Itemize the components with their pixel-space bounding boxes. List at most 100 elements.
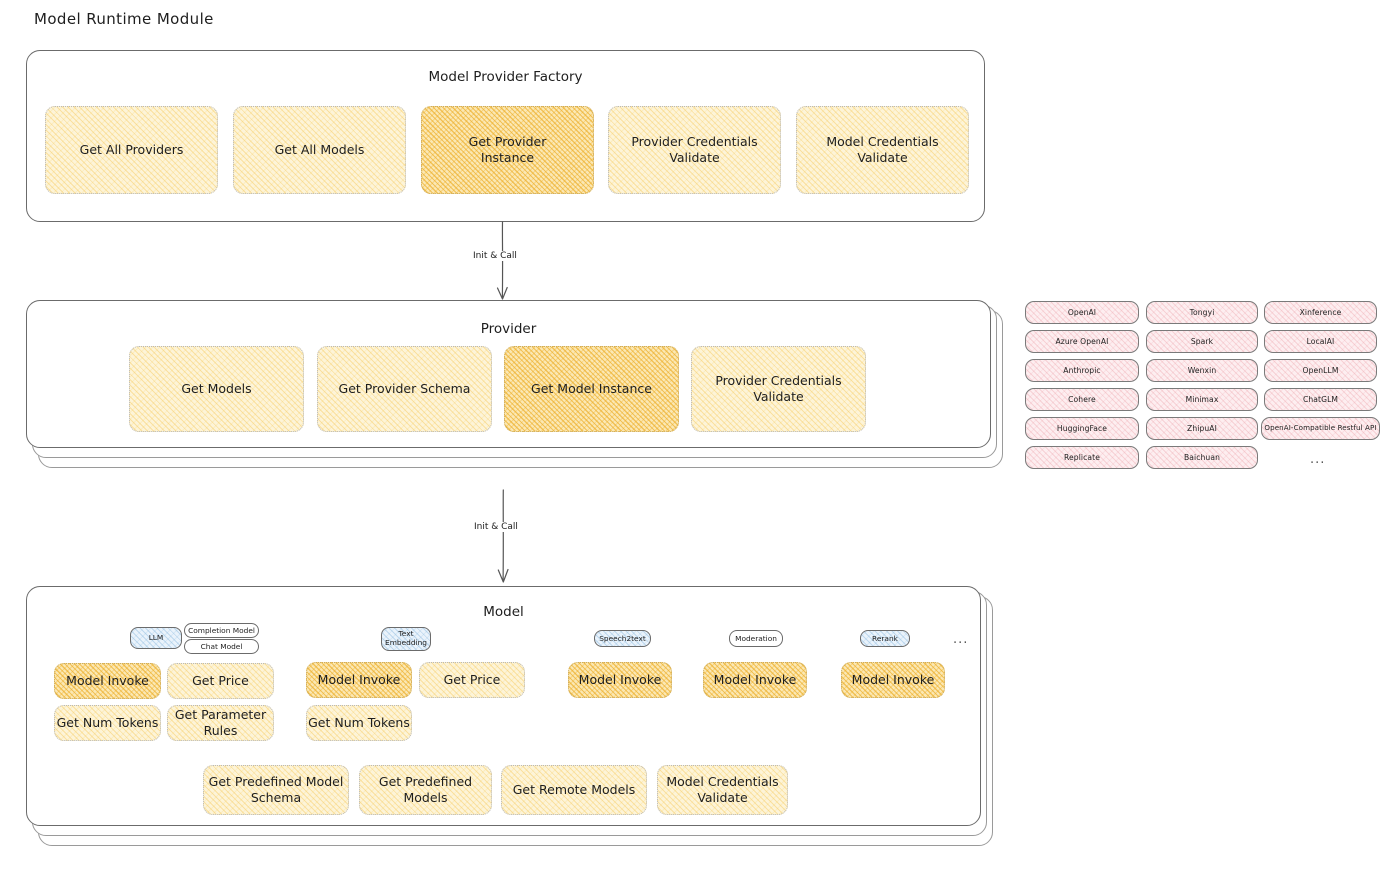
provider-chip-anthropic[interactable]: Anthropic	[1025, 359, 1139, 382]
model-types-more: ...	[953, 632, 969, 647]
factory-method-get-provider-instance[interactable]: Get Provider Instance	[421, 106, 594, 194]
provider-chip-openai[interactable]: OpenAI	[1025, 301, 1139, 324]
model-title: Model	[483, 604, 524, 620]
provider-chip-zhipuai[interactable]: ZhipuAI	[1146, 417, 1258, 440]
label: LLM	[148, 633, 164, 643]
label: Speech2text	[599, 633, 646, 643]
provider-chip-wenxin[interactable]: Wenxin	[1146, 359, 1258, 382]
label: OpenAI	[1067, 307, 1097, 317]
model-common-method-model-credentials-validate[interactable]: Model Credentials Validate	[657, 765, 788, 815]
provider-chip-spark[interactable]: Spark	[1146, 330, 1258, 353]
provider-chip-azure-openai[interactable]: Azure OpenAI	[1025, 330, 1139, 353]
label: Model Invoke	[851, 672, 935, 688]
label: ZhipuAI	[1187, 423, 1217, 433]
label: Model Credentials Validate	[666, 774, 779, 805]
label: OpenAI-Compatible Restful API	[1264, 423, 1377, 433]
arrow-factory-to-provider: Init & Call	[466, 221, 546, 302]
provider-chip-tongyi[interactable]: Tongyi	[1146, 301, 1258, 324]
label: Minimax	[1185, 394, 1219, 404]
label: Get Predefined Models	[378, 774, 473, 805]
provider-method-provider-credentials-validate[interactable]: Provider Credentials Validate	[691, 346, 866, 432]
label: Model Invoke	[317, 672, 401, 688]
text-embedding-method-get-price[interactable]: Get Price	[419, 662, 525, 698]
label: Get Remote Models	[512, 782, 636, 798]
model-type-badge-llm[interactable]: LLM	[130, 627, 182, 649]
factory-method-model-credentials-validate[interactable]: Model Credentials Validate	[796, 106, 969, 194]
rerank-method-model-invoke[interactable]: Model Invoke	[841, 662, 945, 698]
model-type-badge-rerank[interactable]: Rerank	[860, 630, 910, 647]
label: Model Invoke	[578, 672, 662, 688]
model-type-badge-text-embedding[interactable]: Text Embedding	[381, 627, 431, 651]
model-type-badge-moderation[interactable]: Moderation	[729, 630, 783, 647]
label: Completion Model	[188, 625, 255, 635]
llm-method-get-num-tokens[interactable]: Get Num Tokens	[54, 705, 161, 741]
llm-method-model-invoke[interactable]: Model Invoke	[54, 663, 161, 699]
provider-method-get-provider-schema[interactable]: Get Provider Schema	[317, 346, 492, 432]
factory-method-provider-credentials-validate[interactable]: Provider Credentials Validate	[608, 106, 781, 194]
label: Get All Providers	[79, 142, 184, 158]
label: Moderation	[735, 633, 777, 643]
text-embedding-method-get-num-tokens[interactable]: Get Num Tokens	[306, 705, 412, 741]
provider-chip-replicate[interactable]: Replicate	[1025, 446, 1139, 469]
label: Chat Model	[200, 641, 243, 651]
factory-method-get-all-providers[interactable]: Get All Providers	[45, 106, 218, 194]
label: Baichuan	[1183, 452, 1221, 462]
llm-method-get-parameter-rules[interactable]: Get Parameter Rules	[167, 705, 274, 741]
model-common-method-get-remote-models[interactable]: Get Remote Models	[501, 765, 647, 815]
arrow-label: Init & Call	[470, 251, 520, 261]
label: Text Embedding	[385, 629, 427, 647]
model-type-badge-chat-model[interactable]: Chat Model	[184, 639, 259, 654]
label: HuggingFace	[1056, 423, 1108, 433]
label: Get Provider Instance	[468, 134, 547, 165]
label: Azure OpenAI	[1055, 336, 1109, 346]
text-embedding-method-model-invoke[interactable]: Model Invoke	[306, 662, 412, 698]
model-type-badge-completion-model[interactable]: Completion Model	[184, 623, 259, 638]
label: Provider Credentials Validate	[631, 134, 758, 165]
label: Get Num Tokens	[56, 715, 159, 731]
label: LocalAI	[1306, 336, 1335, 346]
model-type-badge-speech2text[interactable]: Speech2text	[594, 630, 651, 647]
page-title: Model Runtime Module	[34, 10, 214, 28]
label: Wenxin	[1187, 365, 1217, 375]
label: Model Invoke	[66, 673, 149, 689]
provider-chip-minimax[interactable]: Minimax	[1146, 388, 1258, 411]
label: Get Price	[192, 673, 249, 689]
label: Provider Credentials Validate	[715, 373, 842, 404]
model-common-method-get-predefined-models[interactable]: Get Predefined Models	[359, 765, 492, 815]
provider-chip-openai-compatible-restful-api[interactable]: OpenAI-Compatible Restful API	[1261, 417, 1380, 440]
label: Get Provider Schema	[338, 381, 471, 397]
provider-title: Provider	[480, 321, 537, 337]
label: Spark	[1190, 336, 1214, 346]
provider-chip-xinference[interactable]: Xinference	[1264, 301, 1377, 324]
arrow-icon	[497, 489, 509, 583]
speech2text-method-model-invoke[interactable]: Model Invoke	[568, 662, 672, 698]
provider-method-get-model-instance[interactable]: Get Model Instance	[504, 346, 679, 432]
model-provider-factory-title: Model Provider Factory	[428, 69, 583, 85]
arrow-icon	[496, 221, 508, 300]
llm-method-get-price[interactable]: Get Price	[167, 663, 274, 699]
label: Anthropic	[1063, 365, 1101, 375]
provider-chip-baichuan[interactable]: Baichuan	[1146, 446, 1258, 469]
label: Get Num Tokens	[308, 715, 410, 731]
provider-chip-openllm[interactable]: OpenLLM	[1264, 359, 1377, 382]
label: Rerank	[872, 633, 898, 643]
provider-chip-chatglm[interactable]: ChatGLM	[1264, 388, 1377, 411]
provider-chip-cohere[interactable]: Cohere	[1025, 388, 1139, 411]
label: Tongyi	[1189, 307, 1215, 317]
factory-method-get-all-models[interactable]: Get All Models	[233, 106, 406, 194]
label: Replicate	[1063, 452, 1101, 462]
label: Model Credentials Validate	[826, 134, 939, 165]
provider-chip-huggingface[interactable]: HuggingFace	[1025, 417, 1139, 440]
provider-chip-localai[interactable]: LocalAI	[1264, 330, 1377, 353]
label: Model Invoke	[713, 672, 797, 688]
moderation-method-model-invoke[interactable]: Model Invoke	[703, 662, 807, 698]
arrow-label: Init & Call	[471, 522, 521, 532]
provider-list-more: ...	[1310, 452, 1326, 467]
label: Get Predefined Model Schema	[208, 774, 344, 805]
model-common-method-get-predefined-model-schema[interactable]: Get Predefined Model Schema	[203, 765, 349, 815]
provider-method-get-models[interactable]: Get Models	[129, 346, 304, 432]
arrow-provider-to-model: Init & Call	[466, 489, 546, 585]
label: Cohere	[1068, 394, 1096, 404]
label: OpenLLM	[1302, 365, 1339, 375]
label: Xinference	[1299, 307, 1342, 317]
